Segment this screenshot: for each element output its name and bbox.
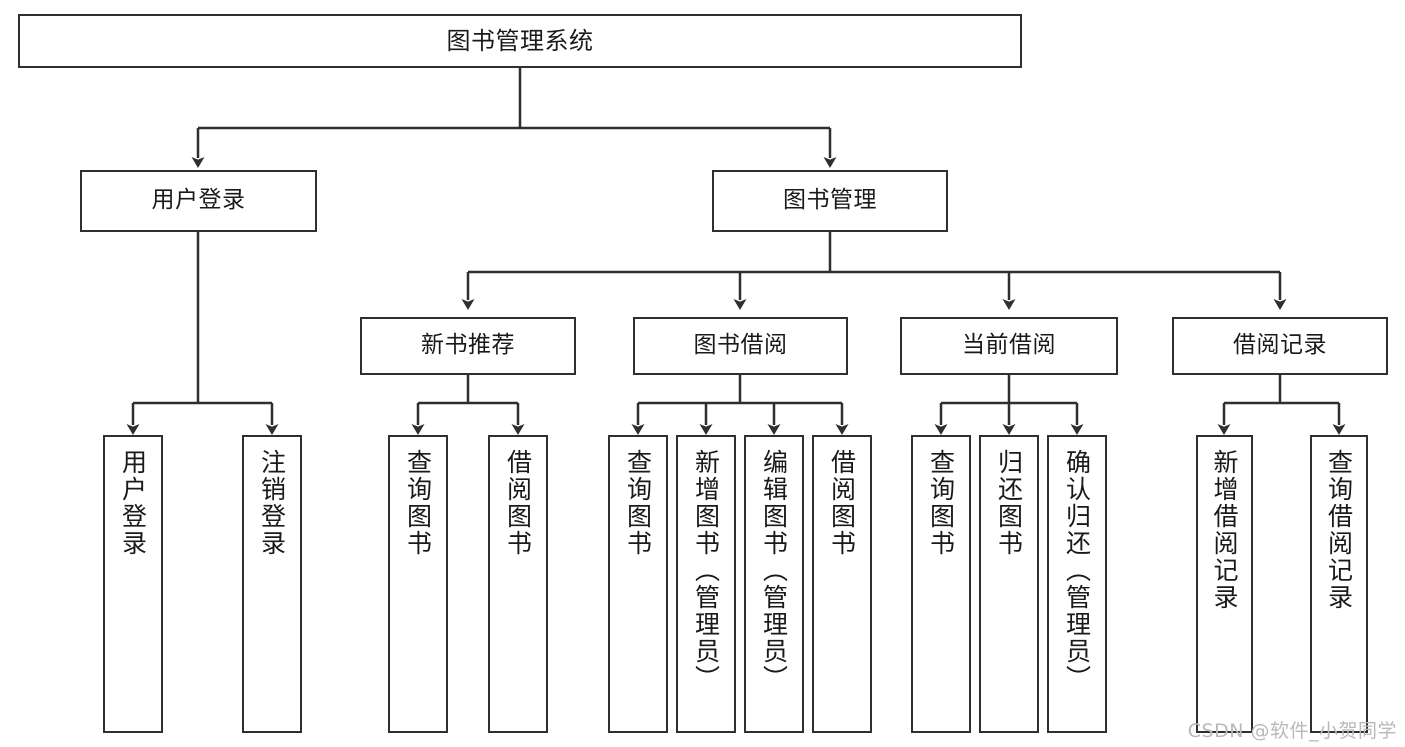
- leaf-book-borrow-add-label: 新增图书（管理员）: [691, 449, 721, 692]
- node-current-borrow[interactable]: 当前借阅: [900, 317, 1118, 375]
- leaf-current-borrow-return-label: 归还图书: [994, 449, 1024, 557]
- leaf-book-borrow-add[interactable]: 新增图书（管理员）: [676, 435, 736, 733]
- leaf-borrow-record-add-label: 新增借阅记录: [1210, 449, 1239, 611]
- leaf-new-book-query[interactable]: 查询图书: [388, 435, 448, 733]
- node-new-book-recommend[interactable]: 新书推荐: [360, 317, 576, 375]
- watermark-text: CSDN @软件_小贺同学: [1187, 720, 1397, 742]
- leaf-current-borrow-return[interactable]: 归还图书: [979, 435, 1039, 733]
- leaf-user-login-login[interactable]: 用户登录: [103, 435, 163, 733]
- leaf-new-book-query-label: 查询图书: [403, 449, 433, 557]
- leaf-book-borrow-borrow[interactable]: 借阅图书: [812, 435, 872, 733]
- node-user-login-label: 用户登录: [151, 187, 246, 214]
- node-borrow-record[interactable]: 借阅记录: [1172, 317, 1388, 375]
- leaf-user-login-logout-label: 注销登录: [257, 449, 287, 557]
- leaf-book-borrow-borrow-label: 借阅图书: [827, 449, 857, 557]
- leaf-borrow-record-query[interactable]: 查询借阅记录: [1310, 435, 1368, 733]
- node-book-management-label: 图书管理: [783, 187, 877, 214]
- leaf-current-borrow-confirm-return[interactable]: 确认归还（管理员）: [1047, 435, 1107, 733]
- node-current-borrow-label: 当前借阅: [962, 332, 1056, 359]
- node-book-borrow-label: 图书借阅: [693, 332, 788, 359]
- leaf-borrow-record-add[interactable]: 新增借阅记录: [1196, 435, 1253, 733]
- leaf-current-borrow-confirm-return-label: 确认归还（管理员）: [1062, 449, 1092, 692]
- node-user-login[interactable]: 用户登录: [80, 170, 317, 232]
- leaf-user-login-logout[interactable]: 注销登录: [242, 435, 302, 733]
- node-root-library-system[interactable]: 图书管理系统: [18, 14, 1022, 68]
- leaf-new-book-borrow-label: 借阅图书: [503, 449, 533, 557]
- leaf-book-borrow-query-label: 查询图书: [623, 449, 653, 557]
- node-borrow-record-label: 借阅记录: [1233, 332, 1327, 359]
- node-root-label: 图书管理系统: [446, 26, 594, 55]
- leaf-current-borrow-query-label: 查询图书: [926, 449, 956, 557]
- leaf-new-book-borrow[interactable]: 借阅图书: [488, 435, 548, 733]
- leaf-book-borrow-query[interactable]: 查询图书: [608, 435, 668, 733]
- node-book-management[interactable]: 图书管理: [712, 170, 948, 232]
- leaf-current-borrow-query[interactable]: 查询图书: [911, 435, 971, 733]
- leaf-user-login-login-label: 用户登录: [118, 449, 148, 557]
- leaf-book-borrow-edit-label: 编辑图书（管理员）: [759, 449, 789, 692]
- leaf-borrow-record-query-label: 查询借阅记录: [1324, 449, 1354, 611]
- node-book-borrow[interactable]: 图书借阅: [633, 317, 848, 375]
- leaf-book-borrow-edit[interactable]: 编辑图书（管理员）: [744, 435, 804, 733]
- node-new-book-recommend-label: 新书推荐: [421, 332, 515, 359]
